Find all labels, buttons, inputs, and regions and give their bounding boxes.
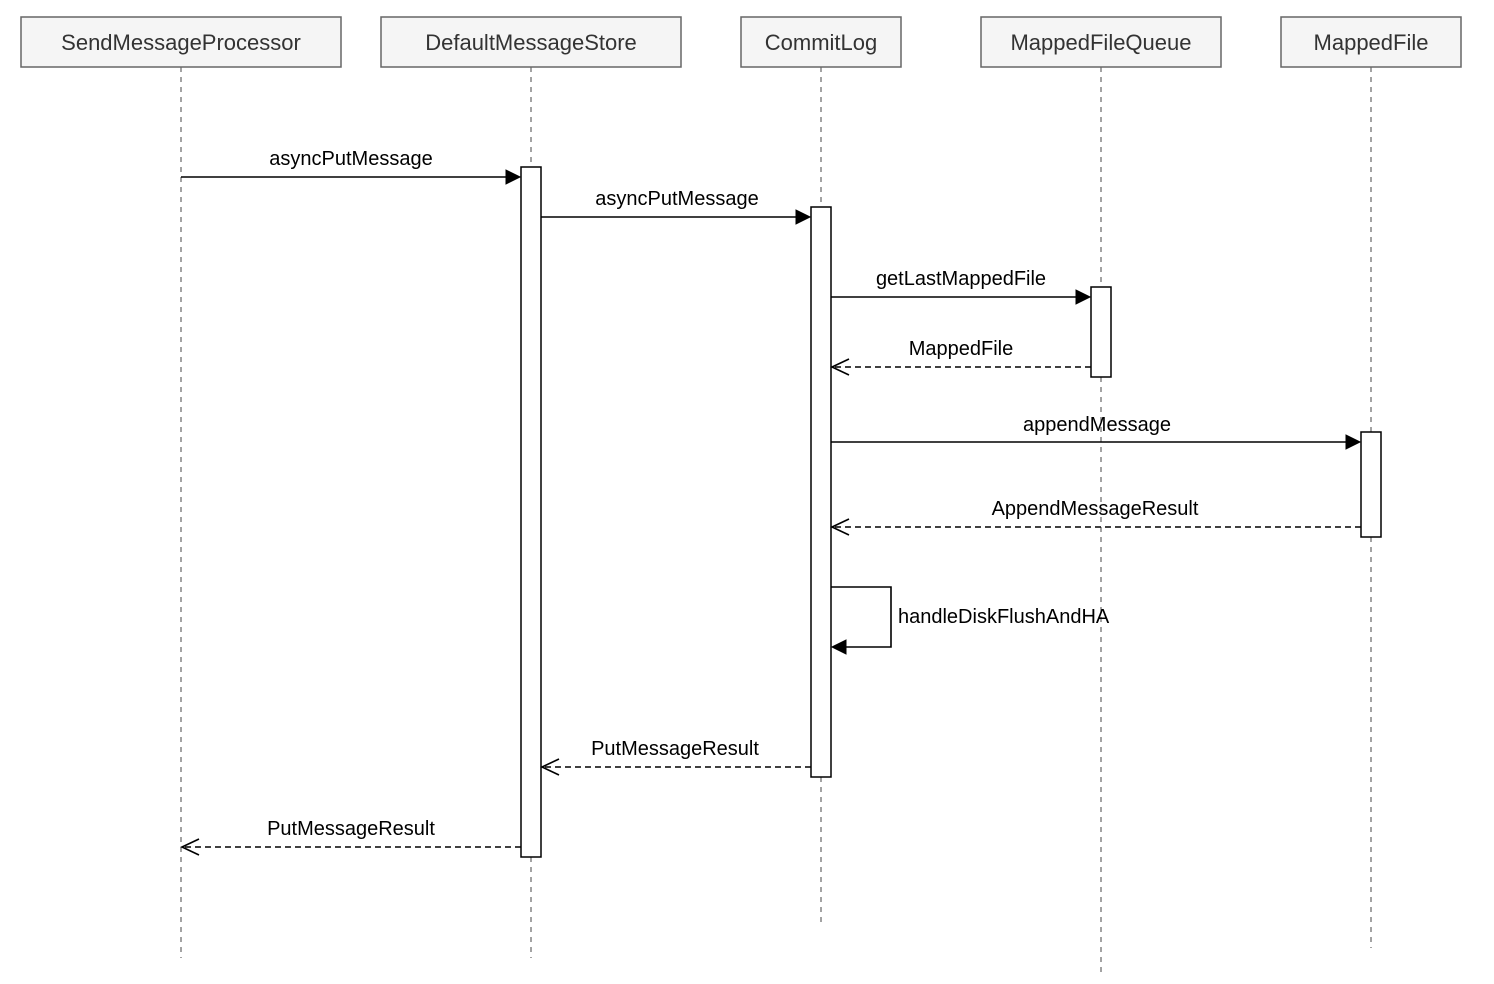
message-label: appendMessage	[1023, 414, 1171, 436]
participant-commit-log: CommitLog	[740, 16, 902, 68]
message-label: asyncPutMessage	[269, 148, 432, 170]
activation-default-message-store	[520, 166, 542, 858]
message-mapped-file-return: MappedFile	[830, 338, 1091, 376]
participant-default-message-store: DefaultMessageStore	[380, 16, 682, 68]
message-put-message-result-2: PutMessageResult	[180, 818, 521, 856]
message-async-put-message-1: asyncPutMessage	[181, 148, 522, 185]
message-label: PutMessageResult	[591, 738, 759, 760]
arrowhead-open-icon	[830, 358, 850, 376]
activation-mapped-file-queue	[1090, 286, 1112, 378]
participant-label: SendMessageProcessor	[61, 30, 301, 55]
participant-label: MappedFileQueue	[1010, 30, 1191, 55]
arrowhead-filled-icon	[1345, 434, 1362, 450]
participant-label: CommitLog	[765, 30, 877, 55]
message-label: PutMessageResult	[267, 818, 435, 840]
arrowhead-open-icon	[180, 838, 200, 856]
arrowhead-filled-icon	[505, 169, 522, 185]
message-append-message: appendMessage	[831, 414, 1362, 450]
participant-mapped-file-queue: MappedFileQueue	[980, 16, 1222, 68]
arrowhead-filled-icon	[795, 209, 812, 225]
message-handle-disk-flush-and-ha: handleDiskFlushAndHA	[830, 586, 1110, 655]
message-label: MappedFile	[909, 338, 1014, 360]
message-get-last-mapped-file: getLastMappedFile	[831, 268, 1092, 305]
arrowhead-open-icon	[540, 758, 560, 776]
message-put-message-result-1: PutMessageResult	[540, 738, 811, 776]
message-label: getLastMappedFile	[876, 268, 1046, 290]
message-async-put-message-2: asyncPutMessage	[541, 188, 812, 225]
message-label: asyncPutMessage	[595, 188, 758, 210]
participant-label: DefaultMessageStore	[425, 30, 637, 55]
message-label: handleDiskFlushAndHA	[898, 606, 1110, 628]
arrowhead-filled-icon	[1075, 289, 1092, 305]
participant-label: MappedFile	[1314, 30, 1429, 55]
message-label: AppendMessageResult	[992, 498, 1199, 520]
activation-mapped-file	[1360, 431, 1382, 538]
activation-commit-log	[810, 206, 832, 778]
participant-send-message-processor: SendMessageProcessor	[20, 16, 342, 68]
participant-mapped-file: MappedFile	[1280, 16, 1462, 68]
message-append-message-result: AppendMessageResult	[830, 498, 1361, 536]
arrowhead-open-icon	[830, 518, 850, 536]
arrowhead-filled-icon	[830, 639, 847, 655]
